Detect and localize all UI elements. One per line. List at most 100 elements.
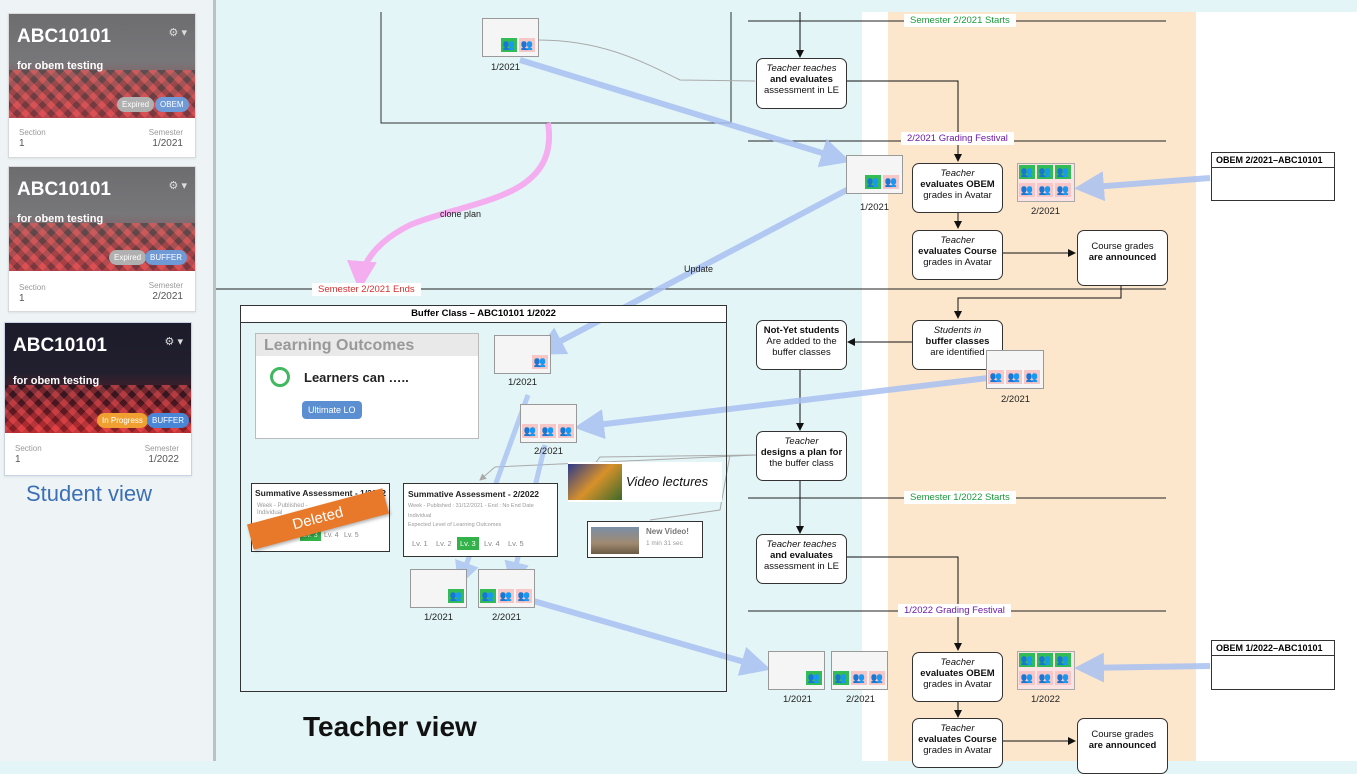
assessment-title: Summative Assessment - 2/2022 [408, 489, 540, 499]
course-subtitle: for obem testing [17, 213, 104, 225]
section-value: 1 [19, 293, 25, 304]
level-chip: Lv. 1 [412, 539, 428, 548]
thumb-label: 1/2021 [424, 612, 454, 623]
class-thumbnail: 👥 [494, 335, 551, 374]
new-video-card[interactable]: New Video! 1 min 31 sec [587, 521, 703, 558]
class-thumbnail: 👥 [410, 569, 467, 608]
obem-class-box: OBEM 2/2021–ABC10101 [1211, 152, 1335, 201]
students-icon: 👥 [865, 175, 881, 189]
thumb-label: 1/2021 [783, 694, 813, 705]
thumb-label: 1/2021 [491, 62, 521, 73]
status-badge: Expired [109, 250, 147, 265]
card-hero: ABC10101 ⚙ ▾ for obem testing Expired OB… [9, 14, 195, 118]
semester-label: Semester [148, 128, 183, 137]
lo-header: Learning Outcomes [256, 334, 478, 356]
assessment-meta: Individual [257, 510, 283, 516]
course-code: ABC10101 [17, 26, 111, 47]
obem-class-box: OBEM 1/2022–ABC10101 [1211, 640, 1335, 690]
obem-column [1196, 12, 1357, 761]
update-label: Update [684, 264, 714, 274]
type-badge: BUFFER [147, 413, 189, 428]
assessment-meta: Week - Published - [257, 503, 308, 509]
thumb-label: 1/2021 [508, 377, 538, 388]
thumb-label: 2/2021 [534, 446, 564, 457]
panel-divider [213, 0, 216, 761]
class-thumbnail: 👥👥👥 [520, 404, 577, 443]
gear-icon[interactable]: ⚙ ▾ [168, 180, 187, 192]
top-strip [862, 0, 1357, 12]
class-thumbnail: 👥👥👥 [986, 350, 1044, 389]
assessment-meta: Expected Level of Learning Outcomes [408, 522, 502, 528]
thumb-label: 2/2021 [1031, 206, 1061, 217]
section-label: Section [19, 283, 46, 292]
level-chip: Lv. 3 [457, 537, 479, 550]
video-thumbnail [568, 464, 622, 500]
level-chip: Lv. 4 [484, 539, 500, 548]
summative-assessment-card[interactable]: Summative Assessment - 2/2022 Week - Pub… [403, 483, 558, 557]
semester-value: 1/2022 [148, 454, 179, 465]
video-lectures-card[interactable]: Video lectures [568, 462, 722, 502]
level-chip: Lv. 5 [344, 532, 359, 539]
semester-start-tag: Semester 1/2022 Starts [904, 491, 1016, 504]
status-badge: Expired [117, 97, 155, 112]
grading-festival-tag: 1/2022 Grading Festival [898, 604, 1011, 617]
course-subtitle: for obem testing [17, 60, 104, 72]
class-thumbnail: 👥 [768, 651, 825, 690]
course-card-3[interactable]: ABC10101 ⚙ ▾ for obem testing In Progres… [4, 322, 192, 476]
student-view-label: Student view [26, 481, 152, 506]
course-card-2[interactable]: ABC10101 ⚙ ▾ for obem testing Expired BU… [8, 166, 196, 312]
card-hero: ABC10101 ⚙ ▾ for obem testing Expired BU… [9, 167, 195, 271]
semester-value: 1/2021 [152, 138, 183, 149]
course-subtitle: for obem testing [13, 375, 100, 387]
grading-festival-tag: 2/2021 Grading Festival [901, 132, 1014, 145]
assessment-meta: Individual [408, 513, 432, 519]
buffer-class-title: Buffer Class – ABC10101 1/2022 [241, 306, 726, 323]
level-chip: Lv. 5 [508, 539, 524, 548]
assessment-title: Summative Assessment - 1/2022 [255, 488, 387, 498]
semester-end-tag: Semester 2/2021 Ends [312, 283, 421, 296]
semester-label: Semester [148, 281, 183, 290]
clone-plan-label: clone plan [440, 209, 482, 219]
class-thumbnail: 👥👥👥 👥👥👥 [1017, 651, 1075, 690]
class-thumbnail: 👥👥👥 [478, 569, 535, 608]
thumb-label: 2/2021 [492, 612, 522, 623]
students-icon: 👥 [501, 38, 517, 52]
semester-label: Semester [144, 444, 179, 453]
gear-icon[interactable]: ⚙ ▾ [164, 336, 183, 348]
level-chip: Lv. 2 [436, 539, 452, 548]
course-card-1[interactable]: ABC10101 ⚙ ▾ for obem testing Expired OB… [8, 13, 196, 158]
class-thumbnail: 👥👥👥 [831, 651, 888, 690]
class-thumbnail: 👥 👥 [846, 155, 903, 194]
status-badge: In Progress [97, 413, 148, 428]
teacher-view-label: Teacher view [303, 711, 477, 742]
ultimate-lo-button[interactable]: Ultimate LO [302, 401, 362, 419]
target-icon [270, 367, 290, 387]
video-thumbnail [591, 527, 639, 554]
class-thumbnail: 👥👥👥 👥👥👥 [1017, 163, 1075, 202]
section-value: 1 [19, 138, 25, 149]
gear-icon[interactable]: ⚙ ▾ [168, 27, 187, 39]
course-code: ABC10101 [13, 335, 107, 356]
course-code: ABC10101 [17, 179, 111, 200]
video-lectures-label: Video lectures [626, 474, 709, 489]
students-icon: 👥 [883, 175, 899, 189]
type-badge: BUFFER [145, 250, 187, 265]
lo-text: Learners can ….. [304, 370, 409, 385]
learning-outcomes-card: Learning Outcomes Learners can ….. Ultim… [255, 333, 479, 439]
video-duration: 1 min 31 sec [646, 540, 683, 547]
level-chip: Lv. 3 [300, 530, 321, 541]
type-badge: OBEM [155, 97, 189, 112]
assessment-meta: Week - Published : 31/12/2021 - End : No… [408, 503, 534, 509]
thumb-label: 1/2021 [860, 202, 890, 213]
new-video-title: New Video! [646, 527, 689, 536]
thumb-label: 2/2021 [846, 694, 876, 705]
